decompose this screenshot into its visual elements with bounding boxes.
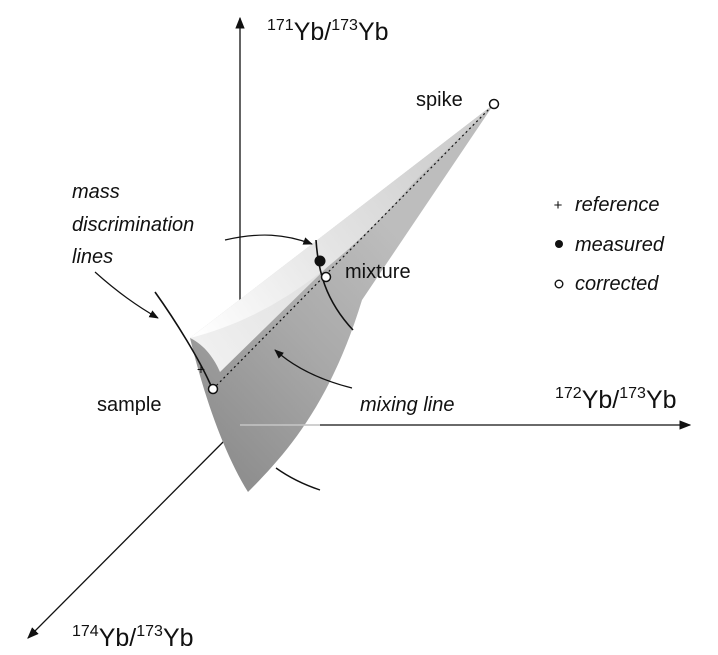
legend-measured-icon [555, 240, 563, 248]
mass-discrimination-curve-mixture [315, 239, 354, 331]
mass-discrimination-curve-lower [275, 467, 321, 491]
mixture-measured-point [314, 255, 326, 267]
mixture-corrected-point [320, 271, 332, 283]
mass-discrimination-curve-sample [154, 291, 213, 389]
sample-corrected-point [207, 383, 219, 395]
sample-label: sample [97, 394, 161, 416]
mass-discrimination-arrow-1 [224, 234, 313, 245]
legend-reference-icon: + [554, 197, 563, 214]
z-axis [27, 424, 241, 639]
spike-label: spike [416, 89, 463, 111]
sample-reference-point: + [197, 361, 205, 377]
legend-reference-label: reference [575, 194, 660, 216]
mass-discrimination-label: mass discrimination lines [72, 181, 200, 268]
mixing-line [212, 103, 495, 390]
x-axis-label: 172Yb/173Yb [555, 385, 677, 414]
z-axis-label: 174Yb/173Yb [72, 623, 194, 652]
mixture-label: mixture [345, 261, 411, 283]
spike-point [488, 98, 500, 110]
legend-measured-label: measured [575, 234, 665, 256]
mixing-line-arrow [274, 349, 353, 389]
legend-corrected-label: corrected [575, 273, 659, 295]
mixing-surface [190, 104, 494, 492]
legend-corrected-icon [554, 279, 564, 289]
legend: + reference measured corrected [554, 194, 665, 295]
y-axis-label: 171Yb/173Yb [267, 17, 389, 46]
mass-discrimination-arrow-2 [94, 271, 159, 319]
mixing-line-label: mixing line [360, 394, 454, 416]
